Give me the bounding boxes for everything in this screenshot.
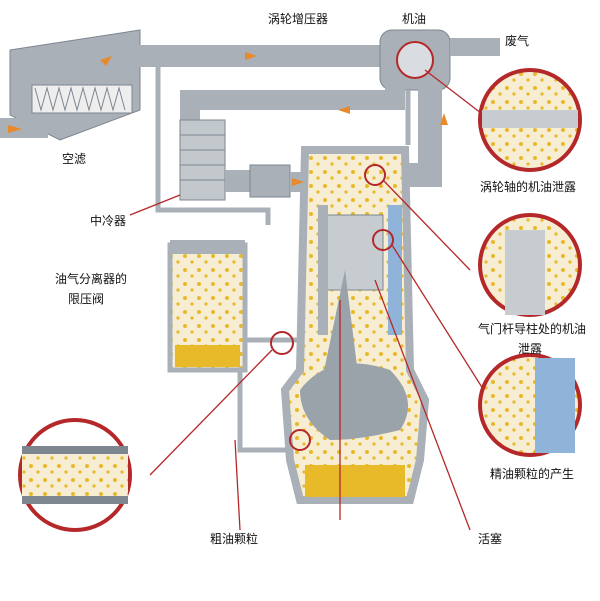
label-separator-line1: 油气分离器的 (55, 272, 128, 286)
label-coarse-particles: 粗油颗粒 (210, 532, 259, 546)
piston (324, 214, 384, 291)
zoom-vent-pipe (18, 418, 132, 532)
zoom-valve-stem (478, 213, 582, 317)
intake-pipe (135, 45, 395, 67)
label-air-filter: 空滤 (62, 152, 87, 166)
label-turbocharger: 涡轮增压器 (268, 12, 329, 26)
air-filter (0, 29, 141, 141)
label-fine-particles: 精油颗粒的产生 (490, 467, 575, 481)
label-separator-line2: 限压阀 (68, 292, 105, 306)
zoom-cylinder-wall (478, 353, 582, 457)
engine-block (280, 146, 430, 504)
label-valve-leak-line2: 泄露 (518, 342, 543, 356)
label-piston: 活塞 (478, 532, 503, 546)
oil-separator (167, 240, 248, 373)
zoom-turbo-shaft (478, 68, 582, 172)
label-intercooler: 中冷器 (90, 214, 127, 228)
label-engine-oil: 机油 (402, 12, 427, 26)
label-exhaust: 废气 (505, 34, 530, 48)
label-valve-leak-line1: 气门杆导柱处的机油 (478, 322, 587, 336)
intercooler (179, 119, 226, 201)
label-turbo-shaft-leak: 涡轮轴的机油泄露 (480, 180, 577, 194)
